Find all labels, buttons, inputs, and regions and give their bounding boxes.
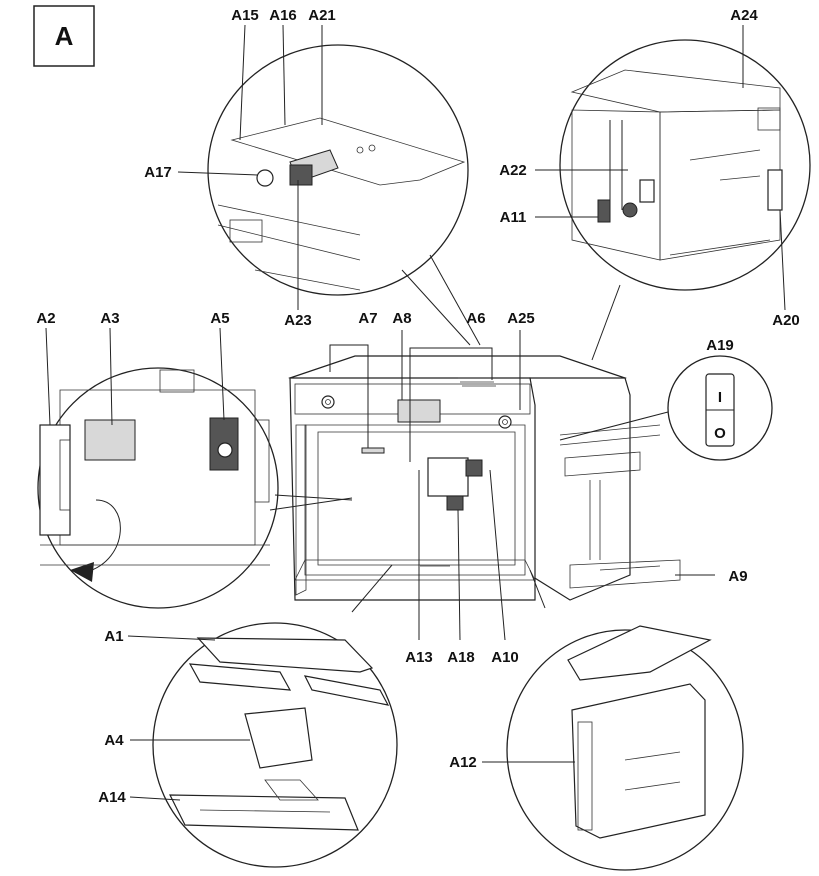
switch-on-mark: I	[718, 389, 722, 406]
drip-tray-icon	[169, 794, 359, 831]
water-tank-lid-icon	[567, 625, 712, 681]
label-a24: A24	[730, 7, 758, 24]
label-a17: A17	[144, 164, 172, 181]
figure-letter: A	[55, 21, 74, 51]
label-a14: A14	[98, 789, 126, 806]
left-knob-icon	[321, 395, 335, 409]
label-a16: A16	[269, 7, 297, 24]
label-a10: A10	[491, 649, 519, 666]
right-knob-icon	[498, 415, 512, 429]
callout-left	[37, 367, 353, 609]
label-a22: A22	[499, 162, 527, 179]
brewing-unit-icon	[84, 419, 136, 461]
label-a11: A11	[500, 209, 527, 226]
part-labels: A15 A16 A21 A24 A17 A22 A11 A2 A3 A5 A23…	[36, 7, 799, 806]
side-door-icon	[39, 424, 71, 536]
coffee-spout-housing	[427, 457, 469, 497]
label-a4: A4	[104, 732, 124, 749]
switch-off-mark: O	[714, 425, 726, 442]
bean-hopper-lid-icon	[289, 164, 313, 186]
label-a1: A1	[104, 628, 123, 645]
water-pipe-icon	[767, 169, 783, 211]
service-port-icon	[639, 179, 655, 203]
control-panel-display	[397, 399, 441, 423]
callout-top-left	[207, 44, 481, 346]
label-a25: A25	[507, 310, 535, 327]
label-a3: A3	[100, 310, 119, 327]
label-a7: A7	[358, 310, 377, 327]
label-a9: A9	[728, 568, 747, 585]
coffee-grounds-drawer-icon	[244, 707, 313, 769]
drip-grille-icon	[196, 637, 374, 673]
callout-bottom-left	[152, 564, 398, 868]
grounds-container-right-icon	[303, 675, 390, 706]
callout-switch: I O	[559, 355, 773, 461]
water-tank-icon	[571, 683, 706, 839]
label-a15: A15	[231, 7, 259, 24]
label-a8: A8	[392, 310, 411, 327]
label-a23: A23	[284, 312, 312, 329]
label-a18: A18	[447, 649, 475, 666]
leader-lines	[45, 24, 786, 801]
label-a19: A19	[706, 337, 734, 354]
coffee-spout-icon	[446, 495, 464, 511]
power-plug-icon	[622, 202, 638, 218]
label-a20: A20	[772, 312, 800, 329]
machine-body	[288, 355, 681, 601]
callout-top-right	[559, 39, 811, 361]
label-a5: A5	[210, 310, 229, 327]
grounds-container-left-icon	[188, 663, 292, 691]
cup-light-strip	[361, 447, 385, 454]
label-a6: A6	[466, 310, 485, 327]
power-socket-icon	[597, 199, 611, 223]
label-a12: A12	[449, 754, 477, 771]
arrow-icon	[70, 562, 94, 582]
callout-bottom-right	[506, 569, 744, 871]
figure-letter-box: A	[33, 5, 95, 67]
label-a13: A13	[405, 649, 433, 666]
label-a2: A2	[36, 310, 55, 327]
label-a21: A21	[308, 7, 336, 24]
grinder-knob-icon	[256, 169, 274, 187]
milk-connector-icon	[465, 459, 483, 477]
